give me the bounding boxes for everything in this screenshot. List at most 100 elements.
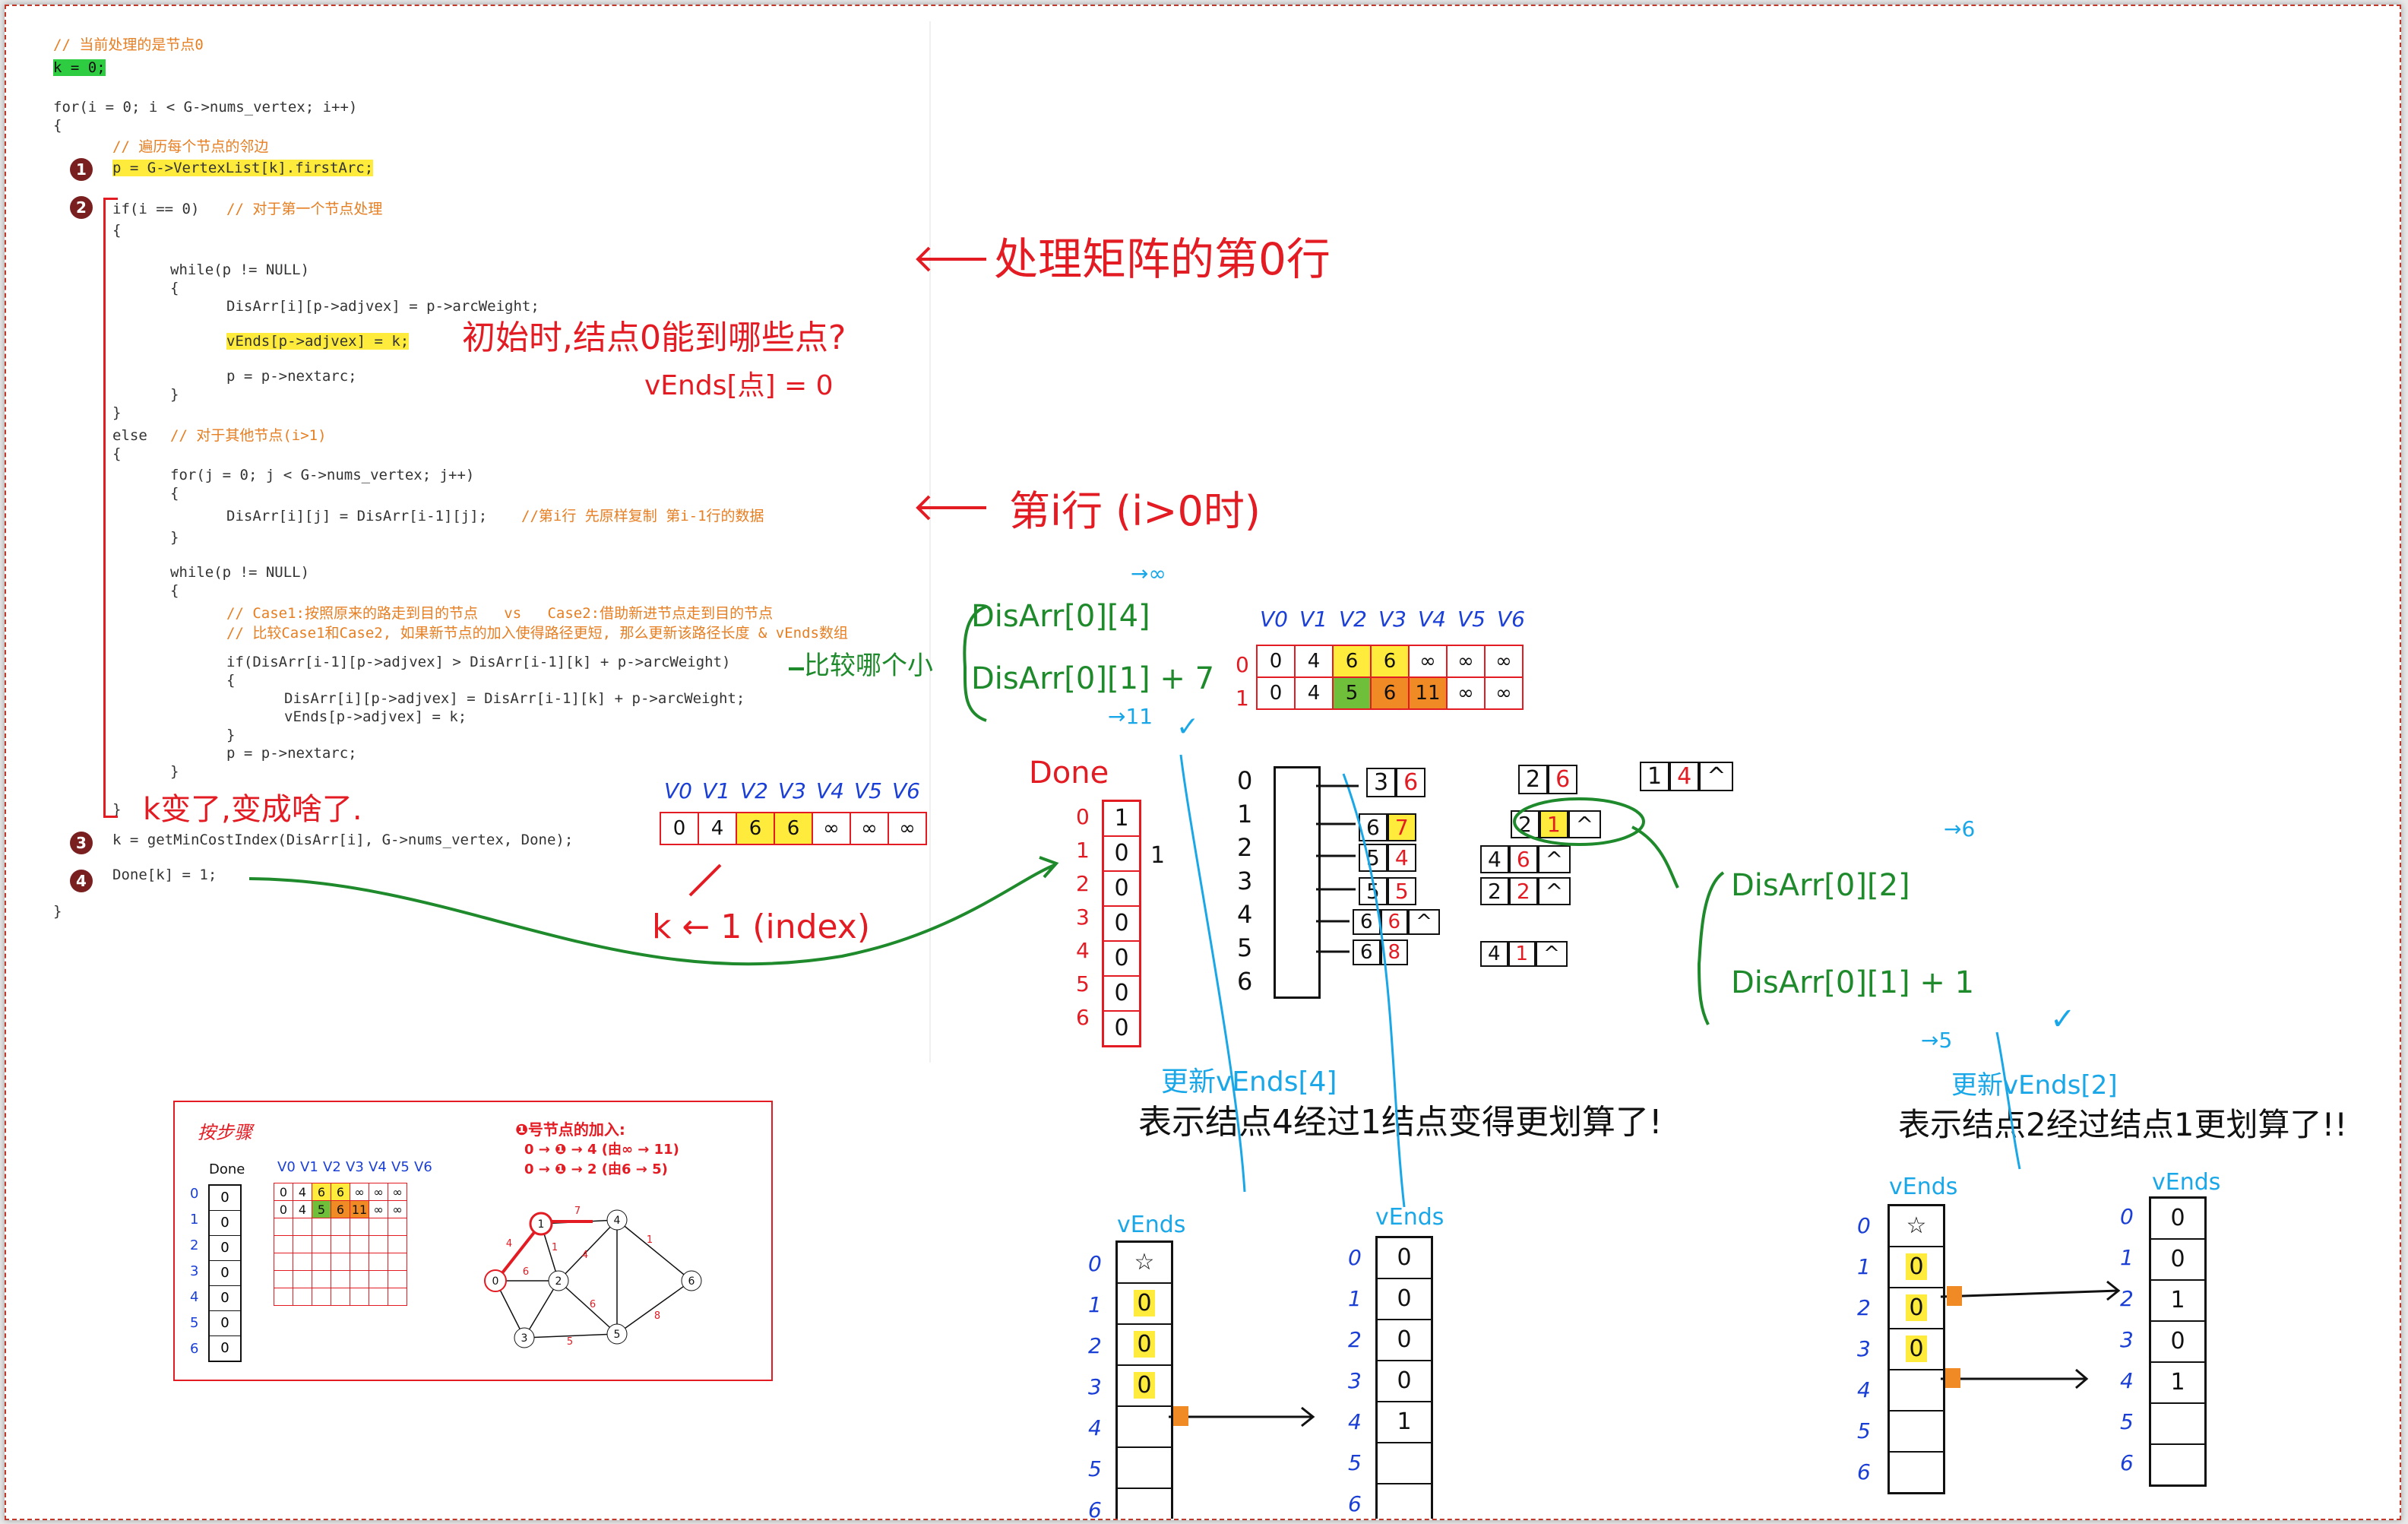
- note-arrow-text: →5: [1921, 1028, 1953, 1053]
- adj-index: 3: [1237, 867, 1253, 895]
- arrowhead: [1301, 1406, 1315, 1427]
- matrix-cell: 5: [312, 1200, 331, 1218]
- code-comment: // 对于第一个节点处理: [226, 201, 383, 217]
- vends-cell: 0: [1378, 1361, 1431, 1402]
- vends-cell: 0: [2151, 1240, 2204, 1281]
- vlabel: V5: [391, 1159, 410, 1175]
- vends-title: vEnds: [1889, 1174, 1958, 1200]
- inset-index: 6: [190, 1341, 199, 1357]
- vlabel: V3: [1378, 607, 1407, 632]
- code-line: for(i = 0; i < G->nums_vertex; i++): [53, 99, 358, 116]
- inset-done-cell: 0: [210, 1186, 240, 1211]
- adj-weight: 2: [1508, 877, 1538, 905]
- matrix-cell: 6: [1370, 676, 1410, 710]
- matrix-cell: 0: [1256, 645, 1296, 678]
- matrix-cell: [388, 1270, 407, 1288]
- vlabel: V0: [664, 778, 692, 803]
- note-means4: 表示结点4经过1结点变得更划算了!: [1138, 1103, 1663, 1142]
- matrix-cell: [369, 1253, 388, 1271]
- matrix-cell: 6: [331, 1183, 350, 1201]
- vends-index: 6: [1857, 1459, 1871, 1484]
- vends-index: 1: [1857, 1254, 1871, 1279]
- vends-cell: 1: [1378, 1402, 1431, 1443]
- matrix-cell: [274, 1288, 293, 1306]
- inset-heading: ❶号节点的加入:: [515, 1120, 625, 1139]
- adj-index: 0: [1237, 766, 1253, 795]
- vends-index: 0: [1857, 1213, 1871, 1238]
- matrix-cell: [293, 1270, 312, 1288]
- vends-title: vEnds: [2152, 1169, 2221, 1196]
- whiteboard-canvas: // 当前处理的是节点0 k = 0; for(i = 0; i < G->nu…: [5, 5, 2401, 1520]
- matrix-cell: 0: [660, 812, 699, 845]
- graph-node-label: 2: [555, 1275, 562, 1288]
- vends-cell-value: 0: [1134, 1331, 1155, 1358]
- vends-index: 5: [1088, 1456, 1102, 1481]
- inset-index: 2: [190, 1237, 199, 1253]
- code-line: while(p != NULL): [170, 261, 310, 278]
- inset-title: 按步骤: [198, 1122, 252, 1143]
- vends-array: ☆ 0 0 0: [1887, 1204, 1945, 1494]
- code-line: for(j = 0; j < G->nums_vertex; j++): [170, 467, 475, 483]
- graph-weight-label: 5: [567, 1336, 573, 1348]
- note-arrow-text: →∞: [1131, 561, 1166, 586]
- matrix-cell: ∞: [1446, 676, 1486, 710]
- adj-null: ^: [1537, 845, 1571, 873]
- adj-vertex: 2: [1480, 877, 1509, 905]
- adj-weight: 4: [1669, 762, 1700, 791]
- code-line: }: [170, 386, 179, 403]
- inset-graph: 0 1 2 3 4 5 6 4 7 6 1 4 6 5: [484, 1206, 702, 1348]
- vends-index: 1: [2120, 1245, 2134, 1270]
- adj-weight: 6: [1380, 909, 1409, 935]
- code-line: Done[k] = 1;: [112, 867, 217, 883]
- arrow-vends: [1940, 1289, 2119, 1298]
- adj-vertex: 4: [1480, 941, 1508, 967]
- matrix-cell: 6: [774, 812, 813, 845]
- vends-index: 4: [1348, 1409, 1362, 1434]
- vends-index: 1: [1348, 1286, 1362, 1311]
- code-line: }: [170, 763, 179, 780]
- vlabel: V1: [1299, 607, 1327, 632]
- vends-cell: 0: [1118, 1325, 1171, 1366]
- graph-node-label: 3: [521, 1332, 528, 1345]
- note-compare: 比较哪个小: [804, 651, 933, 681]
- code-line: }: [112, 404, 122, 421]
- done-cell: 0: [1104, 872, 1139, 907]
- inset-done-title: Done: [209, 1161, 245, 1177]
- adj-weight: 1: [1508, 941, 1536, 967]
- code-line: }: [170, 529, 179, 546]
- vends-cell-value: 0: [1134, 1372, 1155, 1399]
- adjlist-head-array: [1274, 766, 1321, 999]
- step-marker: 3: [70, 832, 93, 854]
- note-rowi: 第i行 (i>0时): [1009, 487, 1261, 535]
- code-line: p = G->VertexList[k].firstArc;: [112, 160, 374, 176]
- adj-weight: 6: [1548, 765, 1578, 794]
- note-disarr: DisArr[0][4]: [971, 599, 1150, 634]
- vends-index: 1: [1088, 1292, 1102, 1317]
- matrix-cell: 11: [1408, 676, 1448, 710]
- vends-cell: 0: [1378, 1320, 1431, 1361]
- adj-vertex: 4: [1480, 845, 1509, 873]
- adj-weight: 7: [1387, 813, 1416, 841]
- code-line: {: [170, 485, 179, 502]
- matrix-cell: [350, 1218, 369, 1236]
- arrow-cyan: [1179, 754, 1246, 1193]
- done-cell: 0: [1104, 907, 1139, 942]
- note-disarr: DisArr[0][1] + 7: [971, 661, 1215, 696]
- annotation-arrows: [248, 246, 2121, 1427]
- arrow-done-link: [248, 863, 1055, 966]
- inset-done-cell: 0: [210, 1261, 240, 1286]
- vends-cell: 0: [2151, 1199, 2204, 1240]
- graph-weight-label: 1: [647, 1234, 653, 1246]
- code-line-text: vEnds[p->adjvex] = k;: [226, 333, 410, 350]
- graph-node-label: 4: [614, 1215, 621, 1227]
- vends-title: vEnds: [1117, 1212, 1186, 1238]
- vends-cell: 0: [1890, 1247, 1943, 1288]
- vlabel: V2: [323, 1159, 341, 1175]
- code-line: DisArr[i][j] = DisArr[i-1][j];: [226, 508, 488, 524]
- disarr-two-row-matrix: 0 4 6 6 ∞ ∞ ∞ 0 4 5 6 11 ∞ ∞: [1256, 645, 1524, 710]
- inset-index: 4: [190, 1289, 199, 1305]
- note-row0: 处理矩阵的第0行: [994, 233, 1331, 285]
- inset-line: 0 → ❶ → 2 (由6 → 5): [524, 1161, 668, 1177]
- matrix-cell: [331, 1253, 350, 1271]
